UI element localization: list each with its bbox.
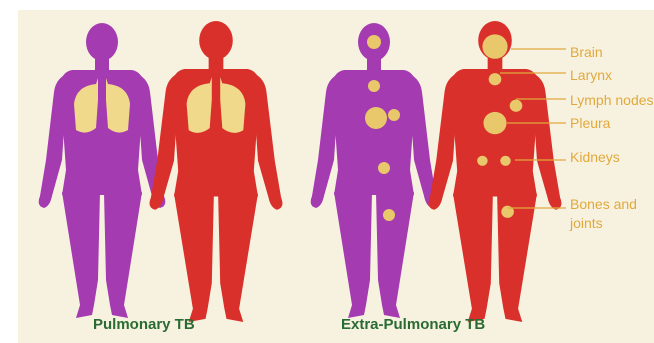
caption-pulmonary-tb: Pulmonary TB [93,316,195,333]
label-kidneys: Kidneys [570,149,620,165]
spot-icon [483,112,506,134]
spot-icon [489,73,502,85]
label-larynx: Larynx [570,67,612,83]
pulmonary-red-figure [150,21,283,322]
pulmonary-purple-figure [39,23,166,318]
label-pleura: Pleura [570,115,610,131]
body-figures [18,10,654,343]
extra-pulmonary-purple-figure [311,23,438,318]
spot-icon [378,162,390,174]
spot-icon [383,209,395,221]
diagram-panel: Pulmonary TB Extra-Pulmonary TB Brain La… [18,10,654,343]
spot-icon [477,156,488,166]
label-brain: Brain [570,44,603,60]
spot-icon [510,100,523,112]
spot-icon [368,80,380,92]
label-bones-and-joints-line2: joints [570,215,603,231]
spot-icon [482,34,507,58]
label-lymph-nodes: Lymph nodes [570,92,654,108]
extra-pulmonary-red-figure [429,21,562,322]
caption-extra-pulmonary-tb: Extra-Pulmonary TB [341,316,485,333]
spot-icon [367,35,381,49]
label-bones-and-joints-line1: Bones and [570,196,637,212]
spot-icon [388,109,400,121]
spot-icon [365,107,387,129]
spot-icon [500,156,511,166]
